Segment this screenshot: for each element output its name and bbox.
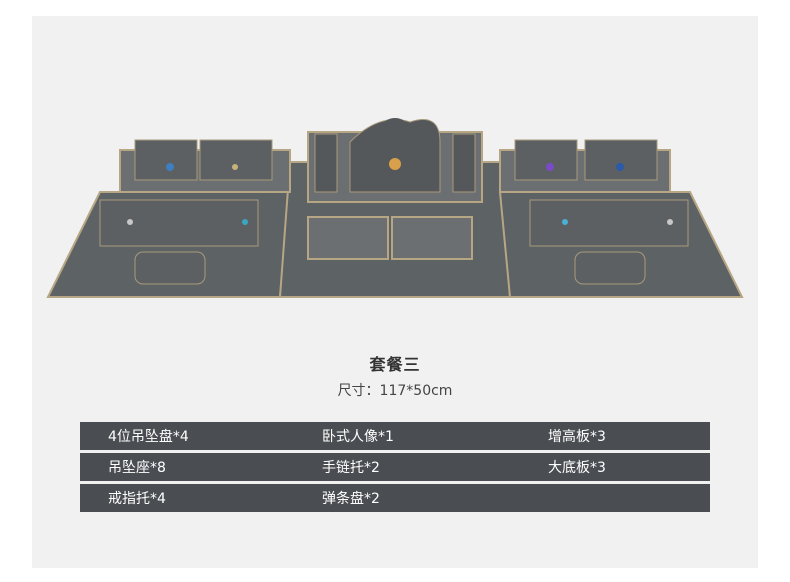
table-cell: 吊坠座*8: [108, 460, 166, 476]
table-cell: 增高板*3: [548, 429, 606, 445]
table-row: 吊坠座*8 手链托*2 大底板*3: [80, 453, 710, 481]
package-title: 套餐三: [369, 355, 421, 374]
package-size: 尺寸：117*50cm: [337, 383, 453, 399]
table-cell: 大底板*3: [548, 460, 606, 476]
table-row: 4位吊坠盘*4 卧式人像*1 增高板*3: [80, 422, 710, 450]
table-cell: 弹条盘*2: [322, 491, 380, 507]
items-table: 4位吊坠盘*4 卧式人像*1 增高板*3 吊坠座*8 手链托*2 大底板*3 戒…: [80, 422, 710, 515]
table-row: 戒指托*4 弹条盘*2: [80, 484, 710, 512]
table-cell: 4位吊坠盘*4: [108, 429, 189, 445]
jewelry-display-set-image: [46, 118, 744, 298]
table-cell: 卧式人像*1: [322, 429, 394, 445]
table-cell: 手链托*2: [322, 460, 380, 476]
table-cell: 戒指托*4: [108, 491, 166, 507]
